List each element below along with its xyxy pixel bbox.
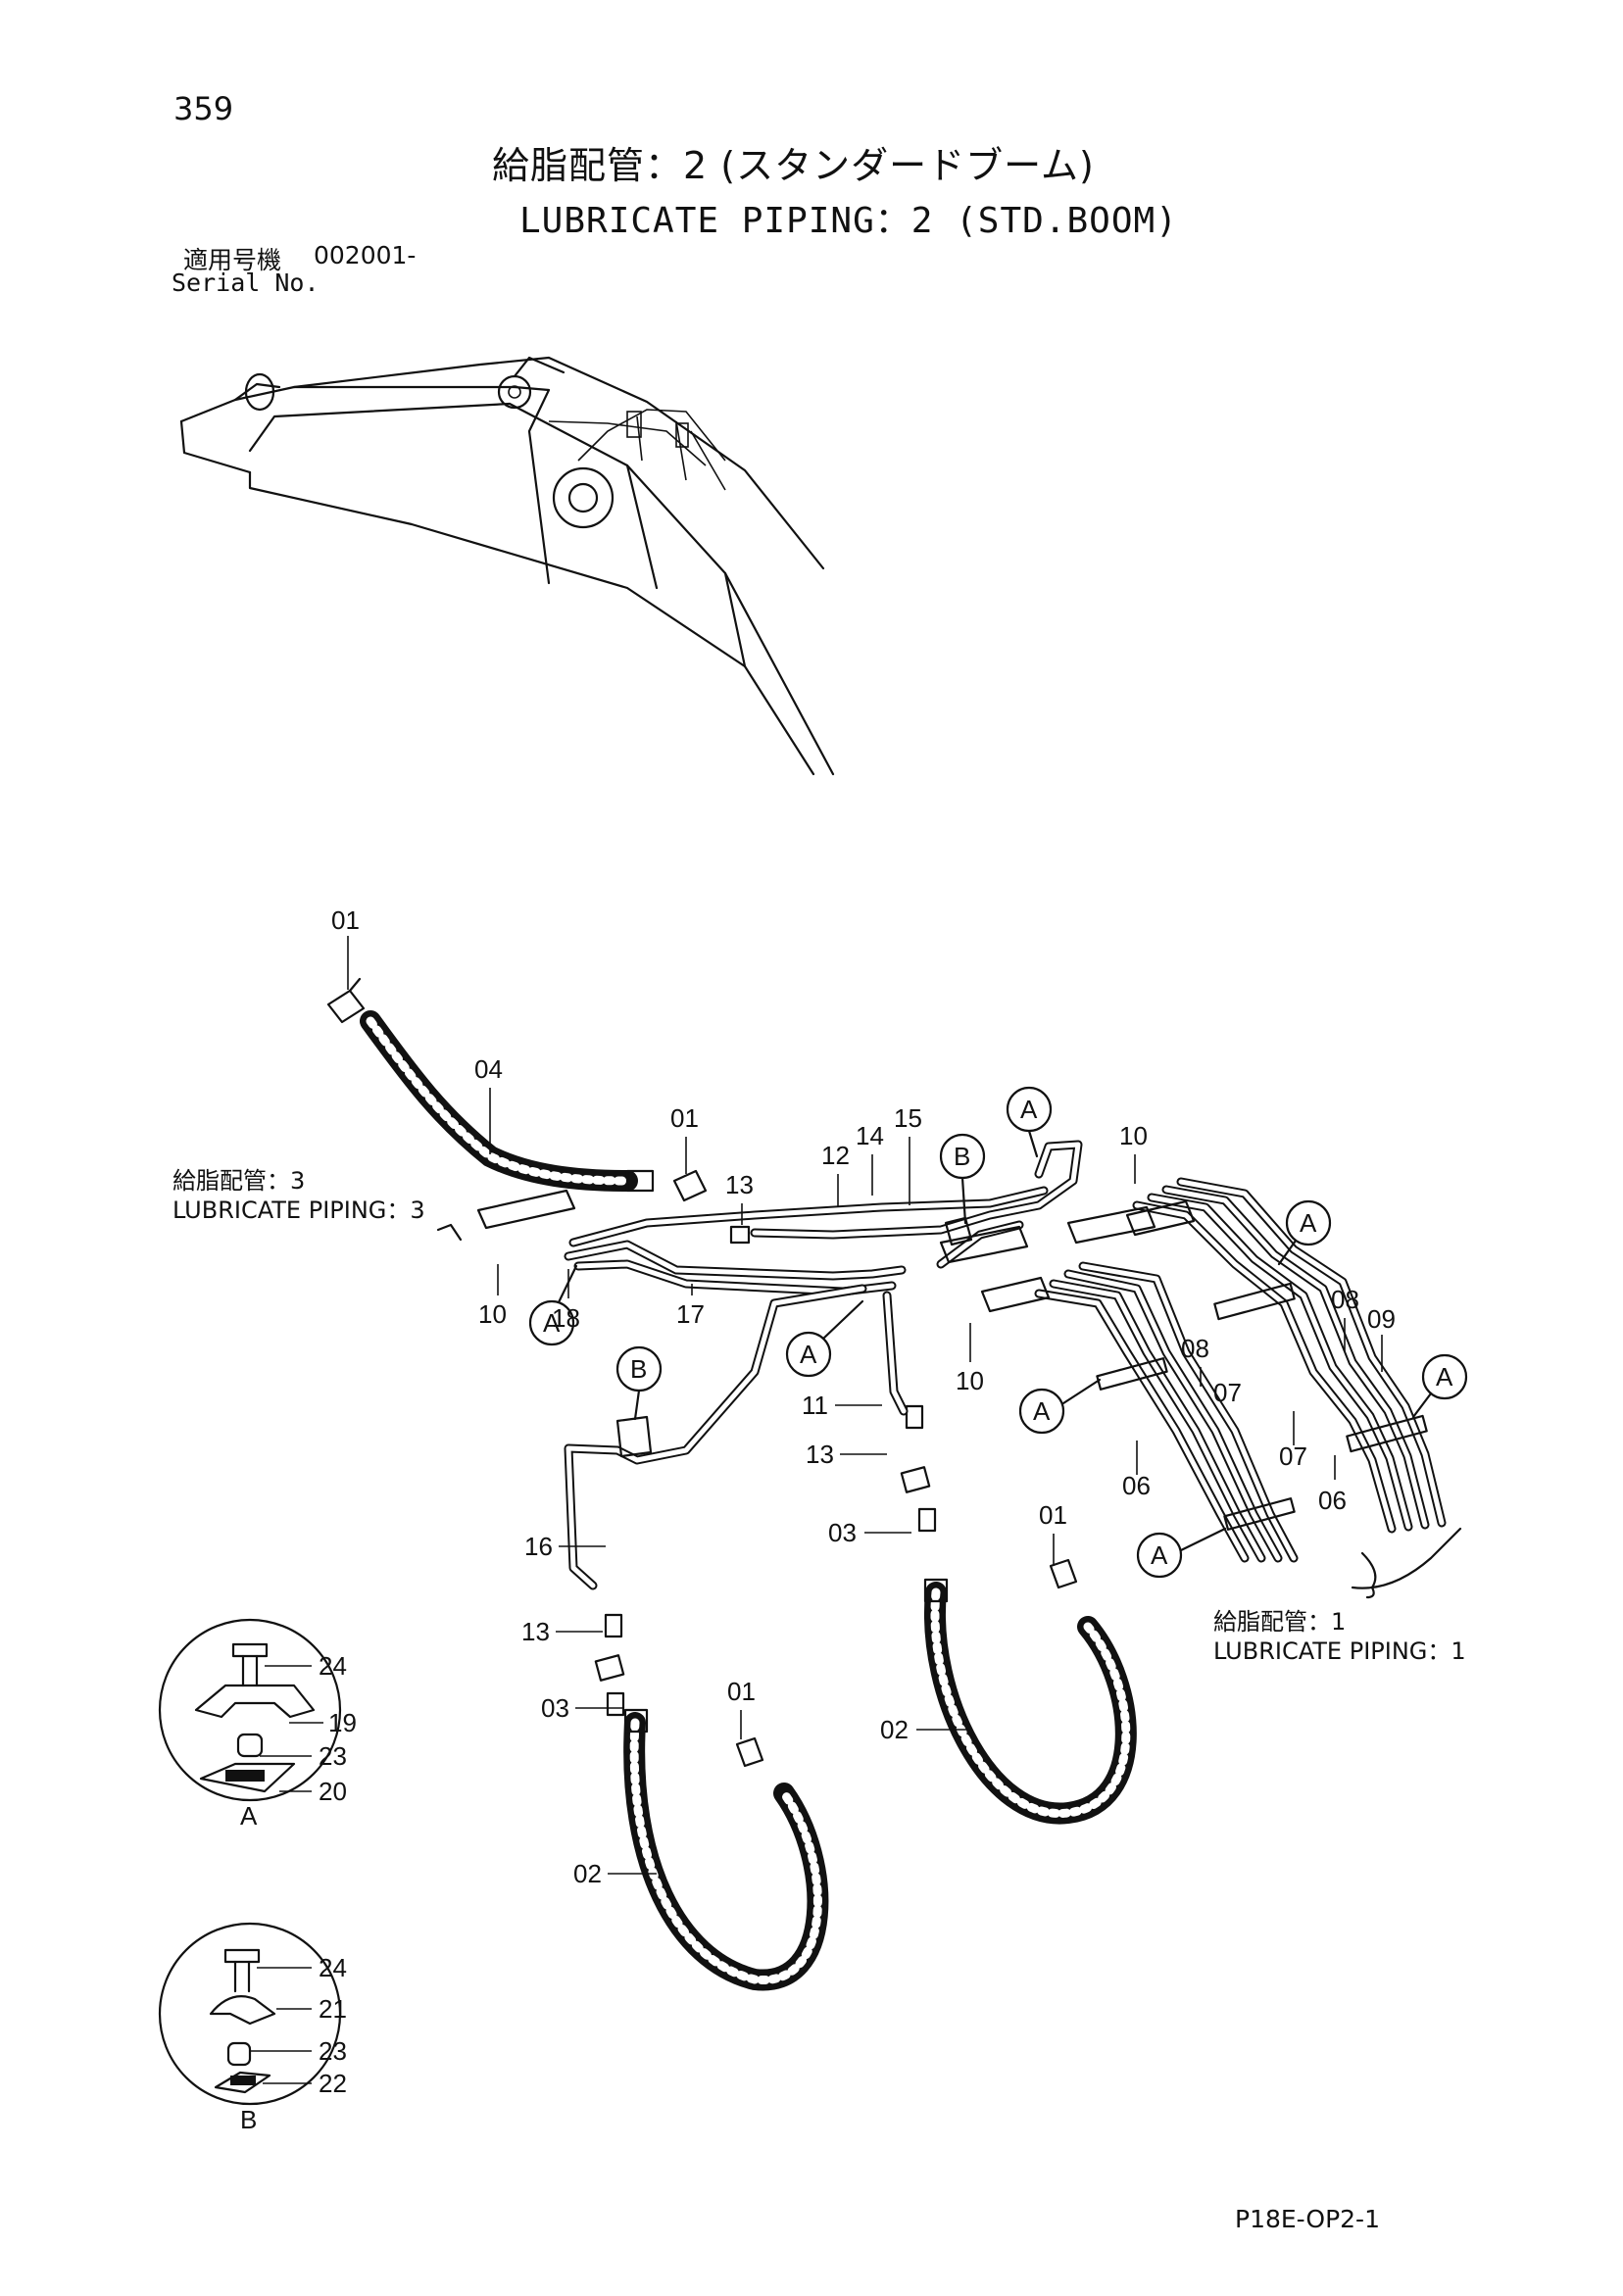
serial-value: 002001- bbox=[314, 241, 417, 269]
xref-piping3[interactable]: 給脂配管：3 LUBRICATE PIPING：3 bbox=[172, 1166, 425, 1225]
coupling-blocks bbox=[476, 1189, 1196, 1458]
part-number: 22 bbox=[319, 2069, 347, 2098]
part-number: 17 bbox=[676, 1299, 705, 1329]
callout-balloons: A A A A A A A B B bbox=[528, 1086, 1468, 1579]
part-number: 08 bbox=[1181, 1334, 1209, 1363]
part-number: 02 bbox=[880, 1715, 909, 1744]
xref-piping1[interactable]: 給脂配管：1 LUBRICATE PIPING：1 bbox=[1213, 1607, 1466, 1666]
part-number: 21 bbox=[319, 1994, 347, 2024]
part-number: 13 bbox=[725, 1170, 754, 1199]
fittings bbox=[326, 977, 1078, 1768]
part-number: 24 bbox=[319, 1953, 347, 1982]
grease-pipes bbox=[564, 1140, 1083, 1590]
xref-piping1-jp: 給脂配管：1 bbox=[1213, 1608, 1347, 1636]
part-number: 03 bbox=[541, 1693, 569, 1723]
callout-b[interactable]: B bbox=[615, 1345, 663, 1421]
svg-text:A: A bbox=[1033, 1396, 1051, 1426]
part-number: 08 bbox=[1331, 1285, 1359, 1314]
document-code: P18E-OP2-1 bbox=[1235, 2205, 1380, 2233]
page-number: 359 bbox=[173, 90, 234, 127]
part-number: 10 bbox=[956, 1366, 984, 1395]
callout-b[interactable]: B bbox=[939, 1133, 986, 1225]
part-number: 13 bbox=[521, 1617, 550, 1646]
part-number: 18 bbox=[552, 1303, 580, 1333]
callout-a[interactable]: A bbox=[1411, 1353, 1468, 1419]
part-number: 01 bbox=[1039, 1500, 1067, 1530]
part-number: 23 bbox=[319, 1741, 347, 1771]
detail-a-label: A bbox=[240, 1801, 258, 1831]
part-number: 12 bbox=[821, 1141, 850, 1170]
detail-b-clamp-assembly: B bbox=[158, 1922, 342, 2134]
svg-text:B: B bbox=[630, 1354, 647, 1384]
page-title-en: LUBRICATE PIPING：2 (STD.BOOM) bbox=[519, 201, 1178, 241]
part-number: 23 bbox=[319, 2036, 347, 2066]
svg-text:A: A bbox=[1020, 1095, 1038, 1124]
svg-text:A: A bbox=[800, 1340, 817, 1369]
callout-a[interactable]: A bbox=[1006, 1086, 1053, 1158]
part-number: 09 bbox=[1367, 1304, 1396, 1334]
callout-a[interactable]: A bbox=[1136, 1527, 1227, 1579]
svg-text:A: A bbox=[1151, 1540, 1168, 1570]
callout-a[interactable]: A bbox=[1018, 1378, 1102, 1435]
svg-text:B: B bbox=[954, 1142, 970, 1171]
callout-a[interactable]: A bbox=[785, 1299, 864, 1378]
svg-text:A: A bbox=[1436, 1362, 1453, 1392]
serial-label-jp: 適用号機 bbox=[183, 246, 282, 274]
part-number: 15 bbox=[894, 1103, 922, 1133]
part-number: 24 bbox=[319, 1651, 347, 1681]
boom-overview-illustration bbox=[179, 356, 835, 776]
serial-label-en: Serial No. bbox=[172, 269, 320, 297]
flexible-hoses bbox=[360, 1010, 1137, 1991]
cross-ref-leaders bbox=[436, 1223, 1377, 1599]
part-number: 02 bbox=[573, 1859, 602, 1888]
callout-a[interactable]: A bbox=[528, 1264, 578, 1346]
leader-lines bbox=[250, 936, 1383, 2084]
part-number: 03 bbox=[828, 1518, 857, 1547]
svg-text:A: A bbox=[543, 1308, 561, 1338]
part-number: 14 bbox=[856, 1121, 884, 1150]
part-number: 06 bbox=[1122, 1471, 1151, 1500]
part-number: 16 bbox=[524, 1532, 553, 1561]
part-number: 04 bbox=[474, 1054, 503, 1084]
part-number: 10 bbox=[478, 1299, 507, 1329]
part-number: 07 bbox=[1279, 1441, 1307, 1471]
xref-piping3-jp: 給脂配管：3 bbox=[172, 1167, 306, 1195]
part-number: 20 bbox=[319, 1777, 347, 1806]
xref-piping1-en: LUBRICATE PIPING：1 bbox=[1213, 1637, 1466, 1665]
detail-b-label: B bbox=[240, 2105, 257, 2134]
pipe-bundles bbox=[1034, 1177, 1462, 1589]
part-number: 11 bbox=[802, 1391, 828, 1420]
xref-piping3-en: LUBRICATE PIPING：3 bbox=[172, 1197, 425, 1224]
callout-a[interactable]: A bbox=[1277, 1199, 1332, 1266]
part-number: 01 bbox=[727, 1677, 756, 1706]
part-number: 07 bbox=[1213, 1378, 1242, 1407]
svg-text:A: A bbox=[1300, 1208, 1317, 1238]
page-title-jp: 給脂配管：2 (スタンダードブーム) bbox=[492, 144, 1095, 187]
part-number: 19 bbox=[328, 1708, 357, 1737]
detail-a-clamp-assembly: A bbox=[158, 1618, 342, 1831]
part-number: 01 bbox=[670, 1103, 699, 1133]
part-number: 01 bbox=[331, 905, 360, 935]
part-number: 13 bbox=[806, 1440, 834, 1469]
part-number: 10 bbox=[1119, 1121, 1148, 1150]
part-number-labels: 01 04 01 13 12 14 15 10 10 18 17 10 11 1… bbox=[319, 905, 1396, 2098]
part-number: 06 bbox=[1318, 1486, 1347, 1515]
